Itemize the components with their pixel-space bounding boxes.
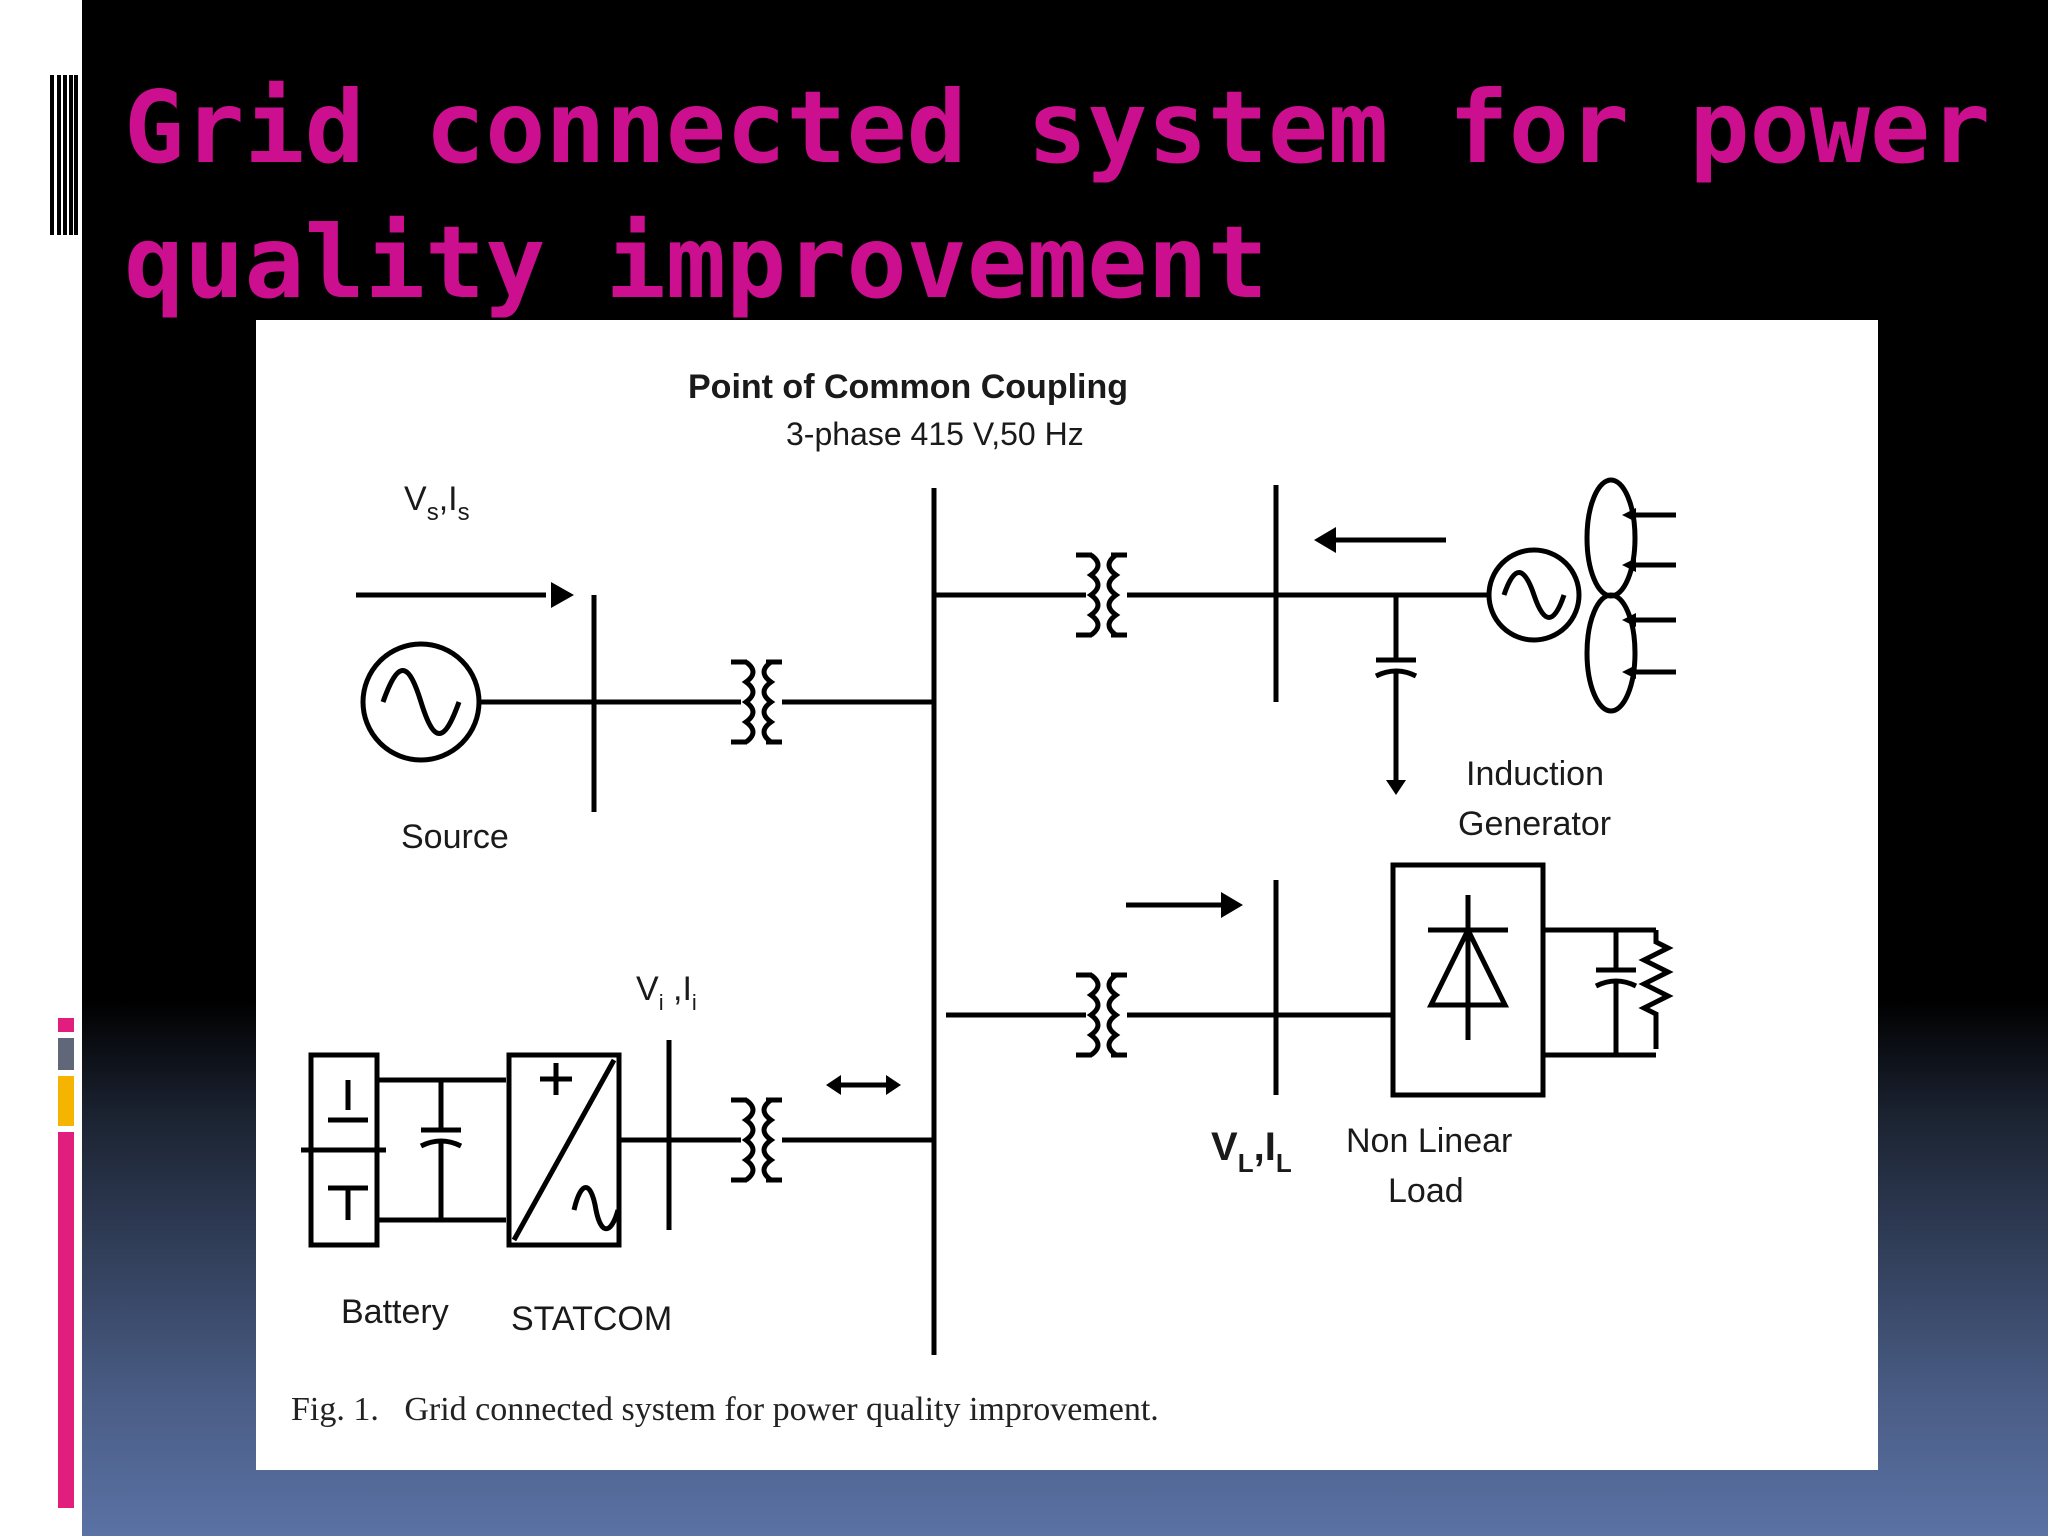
load-transformer-icon (1076, 972, 1127, 1058)
capacitor-arrow-head (1386, 780, 1406, 795)
diode-icon (1426, 895, 1510, 1040)
load-arrow-head (1221, 892, 1243, 918)
induction-generator-icon (1486, 547, 1582, 643)
source-vars: Vs,Is (404, 480, 470, 526)
accent-bar-yellow (58, 1076, 74, 1126)
accent-bar-pink-long (58, 1132, 74, 1508)
dc-capacitor-icon (419, 1080, 463, 1220)
resistor-icon (1638, 930, 1674, 1049)
source-arrow-head (551, 582, 574, 608)
statcom-vars: Vi ,Ii (636, 970, 697, 1015)
pcc-spec: 3-phase 415 V,50 Hz (786, 416, 1084, 452)
slide-title: Grid connected system for power quality … (124, 69, 2048, 321)
load-vars: VL,IL (1211, 1125, 1292, 1178)
accent-bar-pink-small (58, 1018, 74, 1032)
nonlinear-load-label-line2: Load (1388, 1172, 1464, 1210)
figure-panel: Point of Common Coupling 3-phase 415 V,5… (256, 320, 1878, 1470)
source-transformer-icon (731, 659, 782, 745)
induction-generator-label-line1: Induction (1466, 755, 1604, 793)
slide-decoration-bars (50, 75, 78, 235)
figure-caption: Fig. 1. Grid connected system for power … (291, 1391, 1159, 1428)
rectifier-box (1390, 862, 1546, 1098)
pcc-label: Point of Common Coupling (688, 368, 1128, 406)
statcom-label: STATCOM (511, 1300, 672, 1338)
source-label: Source (401, 818, 509, 856)
accent-bar-gray (58, 1038, 74, 1070)
induction-generator-label-line2: Generator (1458, 805, 1611, 843)
statcom-inverter-box (506, 1052, 622, 1248)
grid-system-diagram: Point of Common Coupling 3-phase 415 V,5… (291, 368, 1676, 1428)
battery-label: Battery (341, 1293, 449, 1331)
statcom-transformer-icon (731, 1097, 782, 1183)
generator-arrow-head (1314, 527, 1336, 553)
nonlinear-load-label-line1: Non Linear (1346, 1122, 1512, 1160)
wind-turbine-icon (1584, 477, 1676, 714)
load-capacitor-icon (1594, 930, 1638, 1055)
sine-wave-icon (380, 668, 462, 736)
capacitor-bank-icon (1374, 595, 1418, 780)
generator-transformer-icon (1076, 552, 1127, 638)
